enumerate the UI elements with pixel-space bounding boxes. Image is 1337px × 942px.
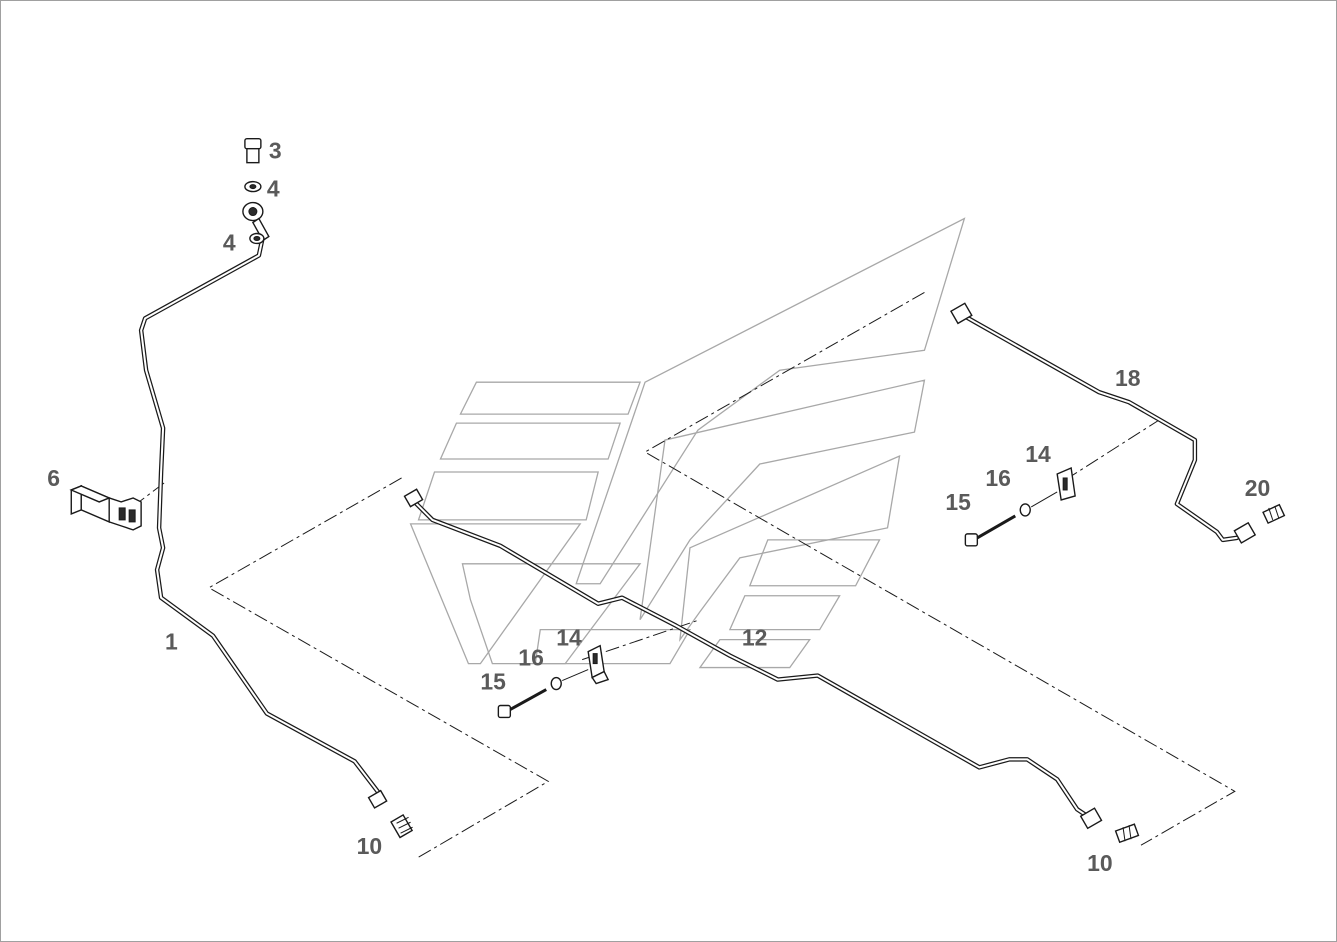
part-banjo-fitting: [242, 201, 270, 242]
callout-4: 4: [223, 229, 236, 255]
pipe-12: [410, 497, 1092, 820]
callout-12: 12: [742, 625, 768, 651]
watermark-logo: [409, 217, 966, 669]
callouts: 3 4 4 6 1 10 14 16 15 12 18 14 16 15 20 …: [47, 138, 1270, 876]
fitting-nut: [950, 302, 973, 325]
callout-15: 15: [480, 669, 506, 695]
callout-6: 6: [47, 465, 60, 491]
callout-14: 14: [556, 625, 582, 651]
pipe-18: [959, 312, 1240, 543]
callout-16: 16: [518, 645, 544, 671]
fitting-nut: [403, 488, 424, 508]
part-14-clamp: [1056, 467, 1076, 501]
callout-3: 3: [269, 138, 282, 164]
callout-16: 16: [985, 465, 1011, 491]
fitting-nut: [1233, 521, 1257, 544]
part-3-banjo-bolt: [244, 138, 262, 164]
callout-10: 10: [357, 833, 383, 859]
part-16-washer: [1019, 491, 1058, 517]
part-16-washer: [550, 669, 589, 691]
part-14-clamp: [587, 644, 610, 685]
part-4-washer: [249, 232, 265, 245]
part-20-adapter: [1262, 503, 1286, 525]
part-15-bolt: [497, 688, 547, 719]
callout-14: 14: [1025, 441, 1051, 467]
callout-15: 15: [945, 489, 971, 515]
part-10-adapter: [1114, 823, 1140, 844]
pipe-1: [138, 234, 383, 798]
callout-1: 1: [165, 629, 178, 655]
callout-18: 18: [1115, 365, 1141, 391]
callout-20: 20: [1245, 475, 1271, 501]
part-4-washer: [244, 180, 262, 193]
fitting-nut: [367, 789, 388, 809]
part-15-bolt: [964, 514, 1017, 547]
fitting-nut: [1079, 807, 1103, 830]
pipe-fittings: [367, 302, 1257, 830]
callout-10: 10: [1087, 850, 1113, 876]
part-10-adapter: [390, 814, 414, 839]
part-6-clip: [69, 484, 142, 531]
callout-4: 4: [267, 176, 280, 202]
